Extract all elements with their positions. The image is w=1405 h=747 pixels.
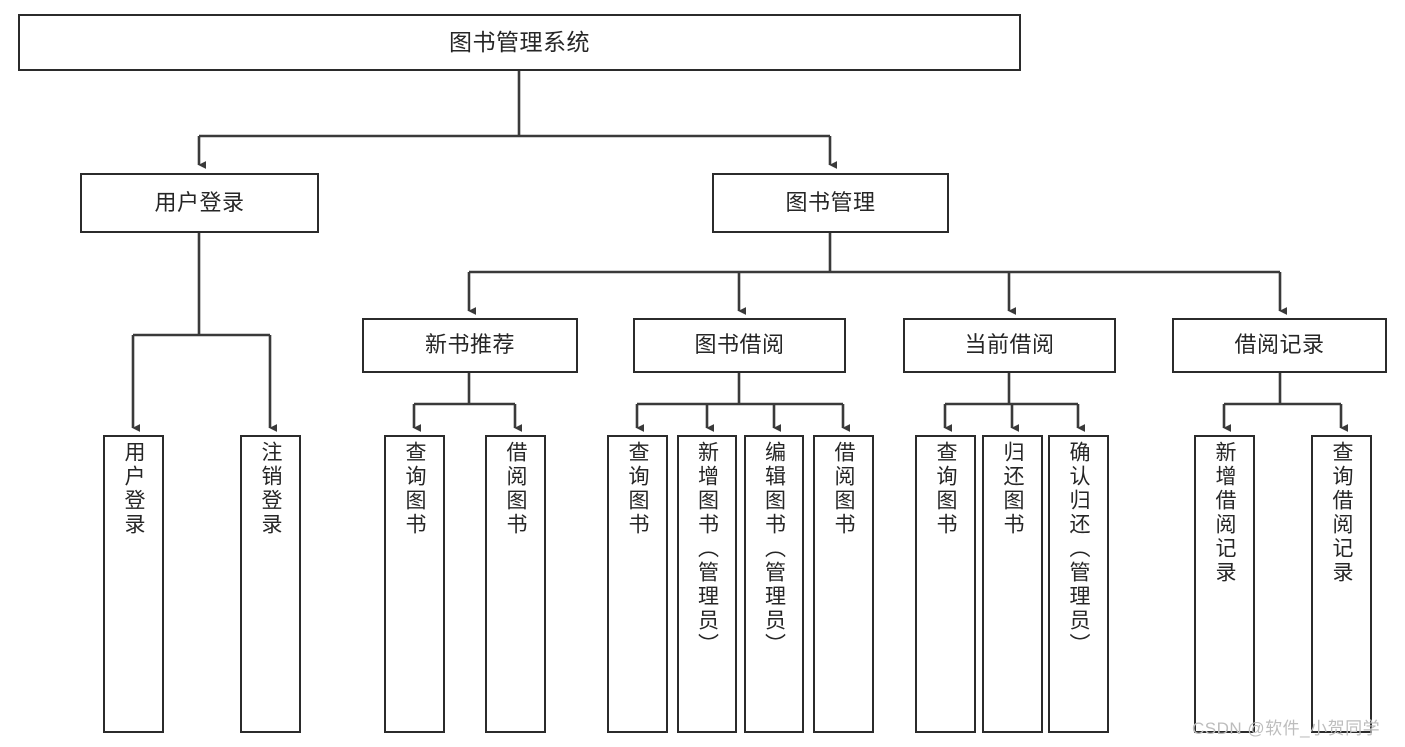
node-current-borrowing[interactable]: 当前借阅 [903,318,1116,373]
node-leaf-return-book[interactable]: 归还图书 [982,435,1043,733]
node-label: 图书管理系统 [449,28,590,55]
node-root-book-management-system[interactable]: 图书管理系统 [18,14,1021,71]
node-book-management[interactable]: 图书管理 [712,173,949,233]
node-new-book-recommendation[interactable]: 新书推荐 [362,318,578,373]
node-label: 借阅图书 [832,441,855,537]
node-label: 图书管理 [785,189,876,215]
node-leaf-lend-book[interactable]: 借阅图书 [813,435,874,733]
node-borrowing-record[interactable]: 借阅记录 [1172,318,1387,373]
node-leaf-borrow-book-recommendation[interactable]: 借阅图书 [485,435,546,733]
node-leaf-user-login[interactable]: 用户登录 [103,435,164,733]
node-leaf-query-borrow-record[interactable]: 查询借阅记录 [1311,435,1372,733]
node-label: 新增图书（管理员） [695,441,719,657]
node-label: 注销登录 [259,441,282,537]
node-leaf-add-book-admin[interactable]: 新增图书（管理员） [677,435,737,733]
node-label: 新书推荐 [424,332,515,358]
node-label: 查询图书 [934,441,957,537]
node-label: 查询图书 [403,441,426,537]
node-label: 查询图书 [626,441,649,537]
node-label: 用户登录 [154,189,245,215]
node-label: 当前借阅 [964,332,1055,358]
node-label: 新增借阅记录 [1213,441,1236,585]
node-leaf-query-current-book[interactable]: 查询图书 [915,435,976,733]
node-book-borrowing[interactable]: 图书借阅 [633,318,846,373]
node-leaf-query-book-recommendation[interactable]: 查询图书 [384,435,445,733]
node-label: 查询借阅记录 [1330,441,1353,585]
node-label: 确认归还（管理员） [1067,441,1090,657]
node-label: 借阅记录 [1234,332,1325,358]
node-leaf-add-borrow-record[interactable]: 新增借阅记录 [1194,435,1255,733]
node-label: 用户登录 [122,441,145,537]
node-label: 编辑图书（管理员） [762,441,786,657]
node-user-login[interactable]: 用户登录 [80,173,319,233]
node-label: 归还图书 [1001,441,1024,537]
node-label: 图书借阅 [694,332,785,358]
node-leaf-query-book[interactable]: 查询图书 [607,435,668,733]
node-leaf-user-logout[interactable]: 注销登录 [240,435,301,733]
node-leaf-confirm-return-admin[interactable]: 确认归还（管理员） [1048,435,1109,733]
node-label: 借阅图书 [504,441,527,537]
node-leaf-edit-book-admin[interactable]: 编辑图书（管理员） [744,435,804,733]
